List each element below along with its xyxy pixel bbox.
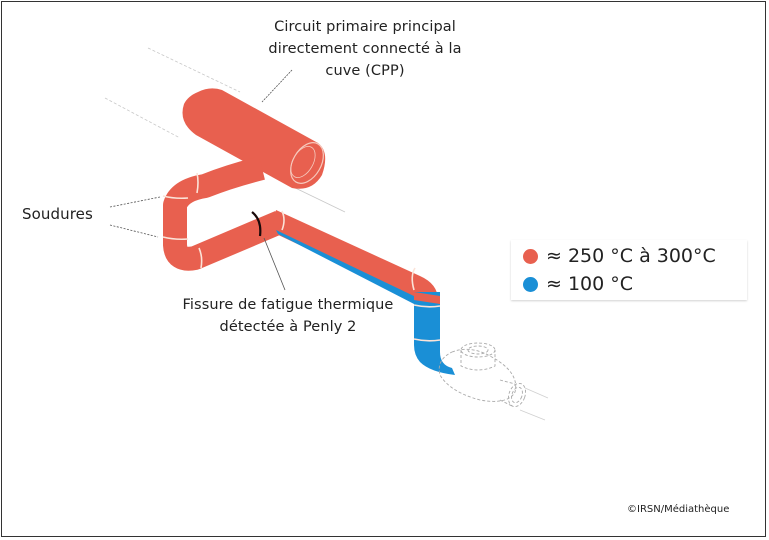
pump-outline	[438, 342, 527, 408]
legend-item-cold-label: ≈ 100 °C	[546, 273, 634, 295]
leader-lines	[109, 69, 293, 291]
blue-dot-icon	[523, 276, 538, 292]
cpp-label: Circuit primaire principal directement c…	[250, 16, 480, 82]
legend-item-hot: ≈ 250 °C à 300°C	[523, 243, 716, 269]
guide-line	[147, 47, 241, 93]
cpp-label-line3: cuve (CPP)	[325, 63, 405, 79]
thermal-crack-mark	[251, 211, 262, 237]
legend-item-cold: ≈ 100 °C	[523, 271, 633, 297]
crack-label: Fissure de fatigue thermique détectée à …	[163, 294, 413, 338]
temperature-legend: ≈ 250 °C à 300°C ≈ 100 °C	[511, 240, 747, 300]
main-cpp-pipe	[182, 88, 326, 189]
legend-item-hot-label: ≈ 250 °C à 300°C	[546, 245, 716, 267]
hot-pipe-loop	[163, 156, 285, 271]
guide-line	[524, 387, 549, 399]
cold-pipe-vertical	[414, 292, 455, 375]
crack-label-line1: Fissure de fatigue thermique	[182, 297, 394, 313]
cpp-label-line1: Circuit primaire principal	[274, 19, 456, 35]
cpp-label-line2: directement connecté à la	[268, 41, 462, 57]
mixed-temperature-pipe	[272, 210, 438, 305]
guide-line	[519, 409, 546, 421]
image-credit: ©IRSN/Médiathèque	[627, 504, 730, 515]
guide-line	[104, 97, 181, 139]
crack-label-line2: détectée à Penly 2	[219, 319, 357, 335]
red-dot-icon	[523, 248, 538, 264]
weld-lines	[162, 172, 441, 342]
welds-label: Soudures	[22, 205, 93, 223]
